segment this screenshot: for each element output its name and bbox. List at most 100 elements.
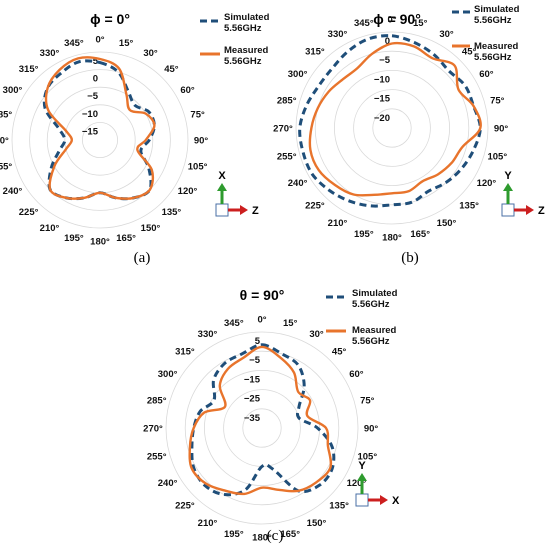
panel-c-title: θ = 90° [240,287,285,303]
up-axis-label: Y [358,460,366,472]
angle-tick-label: 345° [224,318,244,329]
grid-ring [82,122,119,159]
angle-tick-label: 90° [194,136,209,147]
legend-line-2: 5.56GHz [224,23,262,34]
angle-tick-label: 210° [198,518,218,529]
grid-ring [242,408,282,448]
angle-tick-label: 45° [332,346,347,357]
radial-tick-label: −20 [374,113,390,124]
series-line-measured [44,56,156,200]
grid-ring [314,50,470,206]
panel-b-grid: 0−5−10−15−200°15°30°45°60°75°90°105°120°… [273,15,508,244]
panel-b-axes-glyph: YZ [501,170,545,217]
legend-line-1: Simulated [224,12,270,23]
legend-line-1: Measured [352,325,397,336]
grid-ring [295,31,489,225]
radial-tick-label: −25 [244,394,261,405]
angle-tick-label: 285° [277,95,297,106]
angle-tick-label: 60° [349,369,364,380]
up-arrow-head [357,473,367,481]
angle-tick-label: 150° [141,223,161,234]
panel-c-axes-glyph: YX [355,460,400,507]
legend-line-1: Simulated [474,4,520,15]
angle-tick-label: 270° [0,136,9,147]
radial-tick-label: −10 [374,74,390,85]
angle-tick-label: 195° [354,229,374,240]
angle-tick-label: 120° [477,178,497,189]
panel-a: ϕ = 0° 50−5−10−150°15°30°45°60°75°90°105… [0,11,270,266]
origin-box [355,493,369,507]
legend-line-1: Measured [474,41,519,52]
angle-tick-label: 285° [0,109,12,120]
angle-tick-label: 210° [40,223,60,234]
legend-line-2: 5.56GHz [224,56,262,67]
radial-tick-label: −15 [82,126,99,137]
angle-tick-label: 180° [252,533,272,544]
grid-ring [64,104,136,176]
angle-tick-label: 0° [95,35,104,46]
panel-b-caption: (b) [401,250,419,266]
angle-tick-label: 75° [360,395,375,406]
radial-tick-label: −5 [249,355,261,366]
grid-ring [353,89,431,167]
angle-tick-label: 255° [147,452,167,463]
angle-tick-label: 15° [283,318,298,329]
radial-tick-label: −35 [244,413,261,424]
legend-line-2: 5.56GHz [474,15,512,26]
angle-tick-label: 240° [3,186,23,197]
origin-box [215,203,229,217]
panel-c-series [188,343,336,497]
radial-tick-label: 0 [385,36,390,47]
angle-tick-label: 345° [64,38,84,49]
angle-tick-label: 0° [387,15,396,26]
series-line-simulated [190,343,336,497]
angle-tick-label: 210° [328,218,348,229]
panel-a-axes-glyph: XZ [215,170,259,217]
angle-tick-label: 225° [305,201,325,212]
panel-b-title: ϕ = 90° [373,11,421,27]
angle-tick-label: 240° [158,478,178,489]
angle-tick-label: 330° [328,29,348,40]
angle-tick-label: 315° [305,46,325,57]
right-axis-label: Z [538,205,545,217]
panel-c: θ = 90° 5−5−15−25−350°15°30°45°60°75°90°… [143,287,400,544]
angle-tick-label: 225° [19,207,39,218]
angle-tick-label: 315° [175,346,195,357]
right-arrow-head [240,205,248,215]
grid-ring [46,86,154,194]
angle-tick-label: 195° [224,529,244,540]
angle-tick-label: 270° [143,424,163,435]
angle-tick-label: 15° [119,38,134,49]
panel-b: ϕ = 90° 0−5−10−15−200°15°30°45°60°75°90°… [273,4,545,266]
grid-ring [372,108,412,148]
angle-tick-label: 165° [116,233,136,244]
angle-tick-label: 345° [354,18,374,29]
angle-tick-label: 330° [40,48,60,59]
grid-ring [29,69,171,211]
angle-tick-label: 270° [273,124,293,135]
angle-tick-label: 135° [329,501,349,512]
grid-ring [165,331,359,525]
angle-tick-label: 60° [180,85,195,96]
legend-line-2: 5.56GHz [474,52,512,63]
angle-tick-label: 75° [190,109,205,120]
angle-tick-label: 75° [490,95,505,106]
angle-tick-label: 240° [288,178,308,189]
angle-tick-label: 255° [0,162,12,173]
panel-c-grid: 5−5−15−25−350°15°30°45°60°75°90°105°120°… [143,315,378,544]
angle-tick-label: 300° [288,69,308,80]
panel-c-caption: (c) [267,528,284,544]
angle-tick-label: 90° [494,124,509,135]
panel-a-caption: (a) [134,250,151,266]
legend-line-1: Simulated [352,288,398,299]
angle-tick-label: 150° [307,518,327,529]
angle-tick-label: 105° [487,152,507,163]
radial-tick-label: 0 [93,74,98,85]
radial-tick-label: −5 [87,91,99,102]
angle-tick-label: 120° [347,478,367,489]
